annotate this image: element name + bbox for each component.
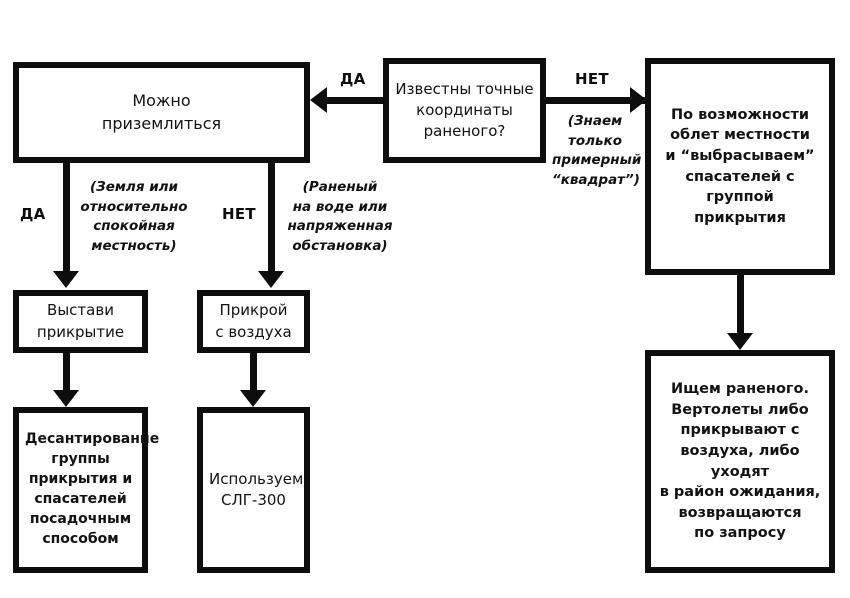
- node-set-cover[interactable]: Выстави прикрытие: [13, 290, 148, 353]
- edge-label-no-to-overfly: НЕТ: [575, 70, 609, 88]
- note-water-tense: (Раненый на воде или напряженная обстано…: [287, 179, 393, 254]
- edge-decision-to-can-land-arrowhead: [310, 87, 327, 113]
- node-set-cover-label: Выстави прикрытие: [36, 301, 125, 341]
- edge-can-land-to-set-cover-line: [63, 163, 70, 273]
- node-use-slg300[interactable]: Используем СЛГ-300: [197, 407, 310, 573]
- edge-decision-to-overfly-arrowhead: [630, 87, 647, 113]
- edge-can-land-to-cover-air-arrowhead: [258, 271, 284, 288]
- edge-cover-air-to-slg300-arrowhead: [240, 390, 266, 407]
- node-decision-coordinates[interactable]: Известны точные координаты раненого?: [383, 58, 546, 163]
- edge-set-cover-to-landing-arrowhead: [53, 390, 79, 407]
- edge-label-yes-left-branch: ДА: [20, 205, 46, 223]
- node-can-land-label: Можно приземлиться: [101, 90, 222, 133]
- edge-cover-air-to-slg300-line: [250, 353, 257, 393]
- edge-label-yes-to-can-land: ДА: [340, 70, 366, 88]
- edge-decision-to-can-land-line: [327, 97, 385, 104]
- edge-can-land-to-cover-air-line: [268, 163, 275, 273]
- node-landing-insertion-label: Десантирование группы прикрытия и спасат…: [25, 431, 160, 547]
- node-search-wounded[interactable]: Ищем раненого. Вертолеты либо прикрывают…: [645, 350, 835, 573]
- note-approx-square: (Знаем только примерный “квадрат”): [552, 113, 642, 188]
- edge-can-land-to-set-cover-arrowhead: [53, 271, 79, 288]
- node-search-wounded-label: Ищем раненого. Вертолеты либо прикрывают…: [659, 381, 821, 542]
- node-overfly-drop-label: По возможности облет местности и “выбрас…: [665, 106, 815, 226]
- node-decision-coordinates-label: Известны точные координаты раненого?: [395, 79, 534, 141]
- node-cover-from-air[interactable]: Прикрой с воздуха: [197, 290, 310, 353]
- node-overfly-drop[interactable]: По возможности облет местности и “выбрас…: [645, 58, 835, 275]
- edge-decision-to-overfly-line: [546, 97, 645, 104]
- node-cover-from-air-label: Прикрой с воздуха: [215, 301, 292, 341]
- edge-overfly-to-search-line: [737, 275, 744, 335]
- edge-overfly-to-search-arrowhead: [727, 333, 753, 350]
- edge-label-no-middle-branch: НЕТ: [222, 205, 256, 223]
- node-landing-insertion[interactable]: Десантирование группы прикрытия и спасат…: [13, 407, 160, 573]
- edge-set-cover-to-landing-line: [63, 353, 70, 393]
- node-use-slg300-label: Используем СЛГ-300: [209, 469, 304, 509]
- note-ground-calm: (Земля или относительно спокойная местно…: [80, 179, 188, 254]
- node-can-land[interactable]: Можно приземлиться: [13, 62, 310, 163]
